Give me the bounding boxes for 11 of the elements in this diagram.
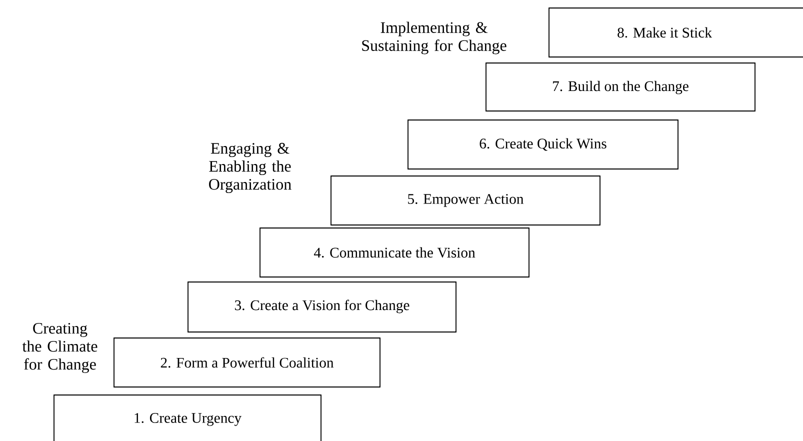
step-box: 6. Create Quick Wins (408, 120, 678, 170)
step-box: 1. Create Urgency (54, 394, 322, 441)
step-box: 7. Build on the Change (486, 62, 756, 112)
phase-label: Creating the Climate for Change (22, 322, 98, 373)
step-box: 8. Make it Stick (548, 8, 803, 58)
step-box: 5. Empower Action (330, 176, 600, 226)
phase-label: Implementing & Sustaining for Change (362, 22, 506, 54)
phase-label: Engaging & Enabling the Organization (209, 142, 292, 194)
step-box: 4. Communicate the Vision (260, 228, 530, 278)
step-box: 2. Form a Powerful Coalition (114, 338, 380, 388)
step-box: 3. Create a Vision for Change (188, 282, 456, 332)
